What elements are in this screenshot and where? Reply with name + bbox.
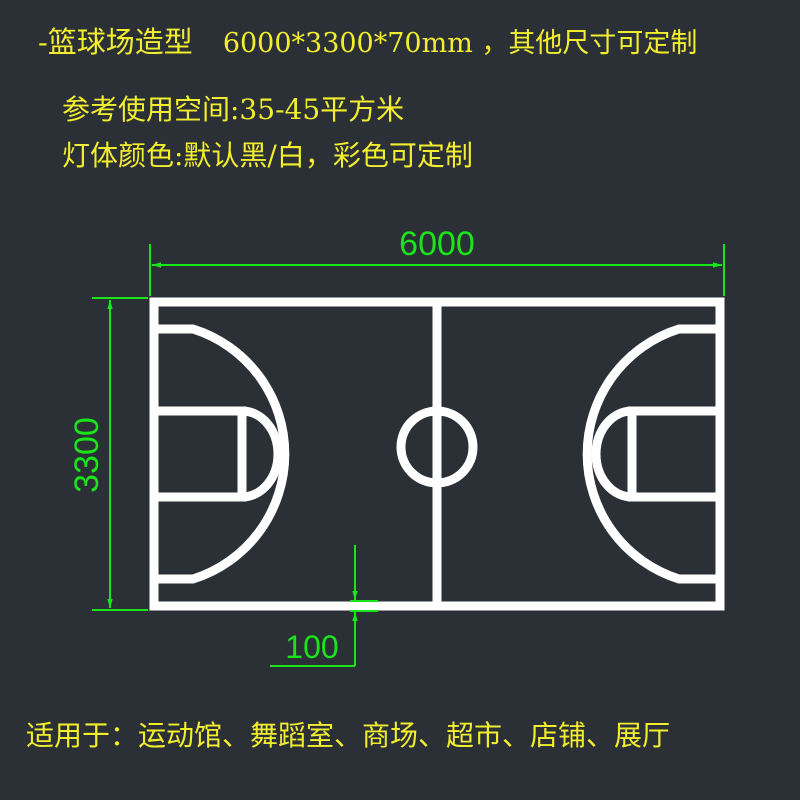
light-color-info: 灯体颜色:默认黑/白，彩色可定制	[62, 139, 473, 172]
title-line: -篮球场造型 6000*3300*70mm ，其他尺寸可定制	[38, 25, 698, 59]
center-circle	[396, 406, 478, 488]
right-key	[627, 406, 720, 502]
basketball-court	[149, 297, 725, 611]
product-title: -篮球场造型	[38, 25, 193, 59]
height-label: 3300	[68, 417, 106, 493]
line-width-label: 100	[285, 629, 338, 665]
left-key	[154, 406, 247, 502]
space-info: 参考使用空间:35-45平方米	[62, 93, 405, 126]
right-free-throw-semicircle	[591, 406, 633, 502]
left-three-point-line	[154, 324, 290, 584]
dimension-annotations	[92, 244, 725, 667]
product-spec: 6000*3300*70mm ，其他尺寸可定制	[222, 28, 698, 59]
width-label: 6000	[399, 225, 475, 263]
left-free-throw-semicircle	[241, 406, 283, 502]
right-three-point-line	[582, 324, 720, 584]
usage-info: 适用于：运动馆、舞蹈室、商场、超市、店铺、展厅	[26, 719, 671, 752]
